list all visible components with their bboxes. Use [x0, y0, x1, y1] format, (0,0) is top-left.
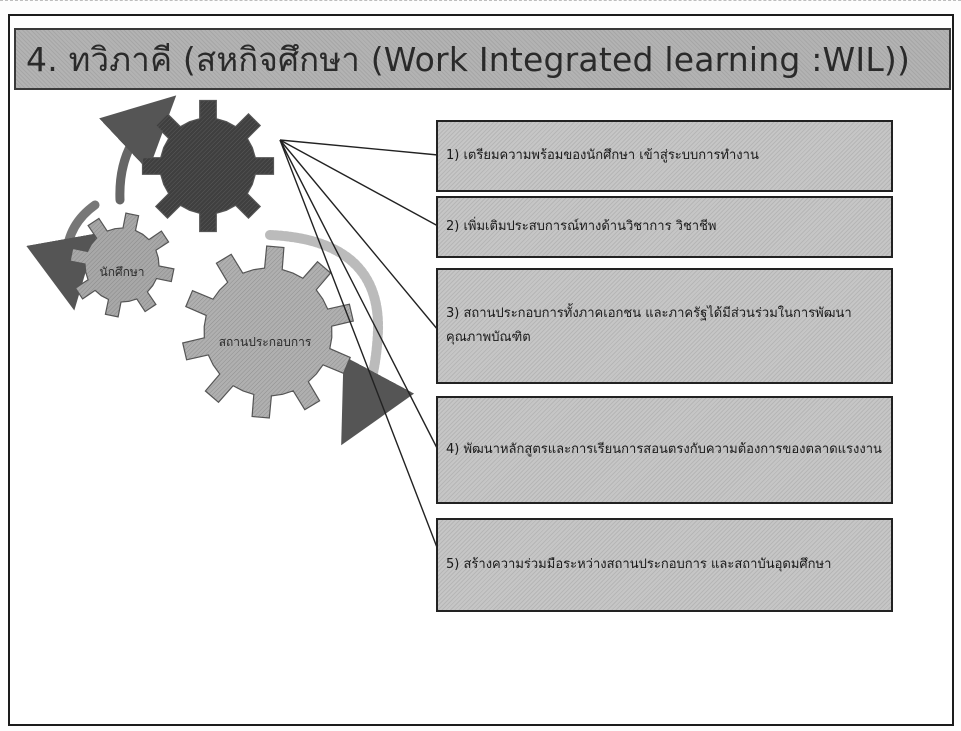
point-3-text: 3) สถานประกอบการทั้งภาคเอกชน และภาครัฐได…: [446, 306, 852, 345]
connector-line-2: [279, 139, 439, 227]
gear-workplace-icon: [181, 245, 355, 419]
connector-line-3: [279, 139, 439, 331]
connector-line-5: [279, 139, 439, 551]
title-band: [14, 28, 951, 90]
point-2-box: 2) เพิ่มเติมประสบการณ์ทางด้านวิชาการ วิช…: [436, 196, 893, 258]
connector-line-4: [279, 139, 439, 451]
point-1-text: 1) เตรียมความพร้อมของนักศึกษา เข้าสู่ระบ…: [446, 148, 759, 163]
gear-label-workplace: สถานประกอบการ: [218, 335, 312, 349]
point-2-text: 2) เพิ่มเติมประสบการณ์ทางด้านวิชาการ วิช…: [446, 219, 717, 234]
scan-edge: [0, 0, 961, 5]
point-3-box: 3) สถานประกอบการทั้งภาคเอกชน และภาครัฐได…: [436, 268, 893, 384]
point-4-box: 4) พัฒนาหลักสูตรและการเรียนการสอนตรงกับค…: [436, 396, 893, 504]
rotation-arrow-left: [26, 200, 100, 311]
point-5-text: 5) สร้างความร่วมมือระหว่างสถานประกอบการ …: [446, 557, 832, 572]
gear-student-icon: [69, 212, 175, 318]
point-5-box: 5) สร้างความร่วมมือระหว่างสถานประกอบการ …: [436, 518, 893, 612]
slide-title: 4. ทวิภาคี (สหกิจศึกษา (Work Integrated …: [26, 40, 911, 79]
connector-line-1: [279, 139, 439, 156]
point-4-text: 4) พัฒนาหลักสูตรและการเรียนการสอนตรงกับค…: [446, 442, 882, 457]
rotation-arrow-top: [99, 95, 177, 205]
gear-label-student: นักศึกษา: [99, 265, 145, 279]
gear-top-icon: [141, 99, 275, 233]
point-1-box: 1) เตรียมความพร้อมของนักศึกษา เข้าสู่ระบ…: [436, 120, 893, 192]
